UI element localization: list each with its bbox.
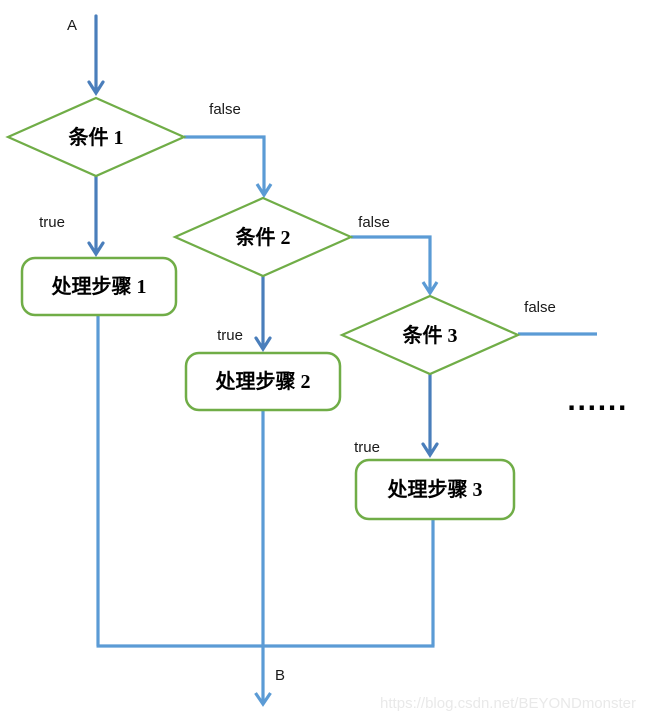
condition2-label: 条件 2 bbox=[236, 225, 291, 249]
process3-label: 处理步骤 3 bbox=[387, 477, 483, 501]
condition2-true-label: true bbox=[217, 327, 243, 344]
edge-merge-to-exit-b bbox=[254, 646, 272, 707]
condition2-diamond bbox=[172, 196, 354, 278]
edge-condition3-true-to-process3 bbox=[421, 372, 439, 458]
process2-box bbox=[184, 351, 342, 412]
condition3-false-label: false bbox=[524, 299, 556, 316]
condition1-false-label: false bbox=[209, 101, 241, 118]
condition3-diamond bbox=[339, 294, 521, 376]
edge-condition1-false-to-condition2 bbox=[184, 135, 273, 198]
watermark-text: https://blog.csdn.net/BEYONDmonster bbox=[380, 695, 636, 712]
condition3-label: 条件 3 bbox=[403, 323, 458, 347]
edge-condition2-true-to-process2 bbox=[254, 274, 272, 352]
condition2-false-label: false bbox=[358, 214, 390, 231]
process2-label: 处理步骤 2 bbox=[215, 369, 311, 393]
condition1-label: 条件 1 bbox=[69, 125, 124, 149]
edge-entry-a-to-condition1 bbox=[87, 14, 105, 96]
continuation-ellipsis: ...... bbox=[567, 388, 628, 416]
edge-condition1-true-to-process1 bbox=[87, 174, 105, 257]
condition3-true-label: true bbox=[354, 439, 380, 456]
entry-a-label: A bbox=[67, 17, 77, 34]
condition1-true-label: true bbox=[39, 214, 65, 231]
process1-label: 处理步骤 1 bbox=[51, 274, 147, 298]
process1-box bbox=[20, 256, 178, 317]
condition1-diamond bbox=[5, 96, 187, 178]
process3-box bbox=[354, 458, 516, 521]
edge-condition2-false-to-condition3 bbox=[351, 235, 439, 296]
exit-b-label: B bbox=[275, 667, 285, 684]
